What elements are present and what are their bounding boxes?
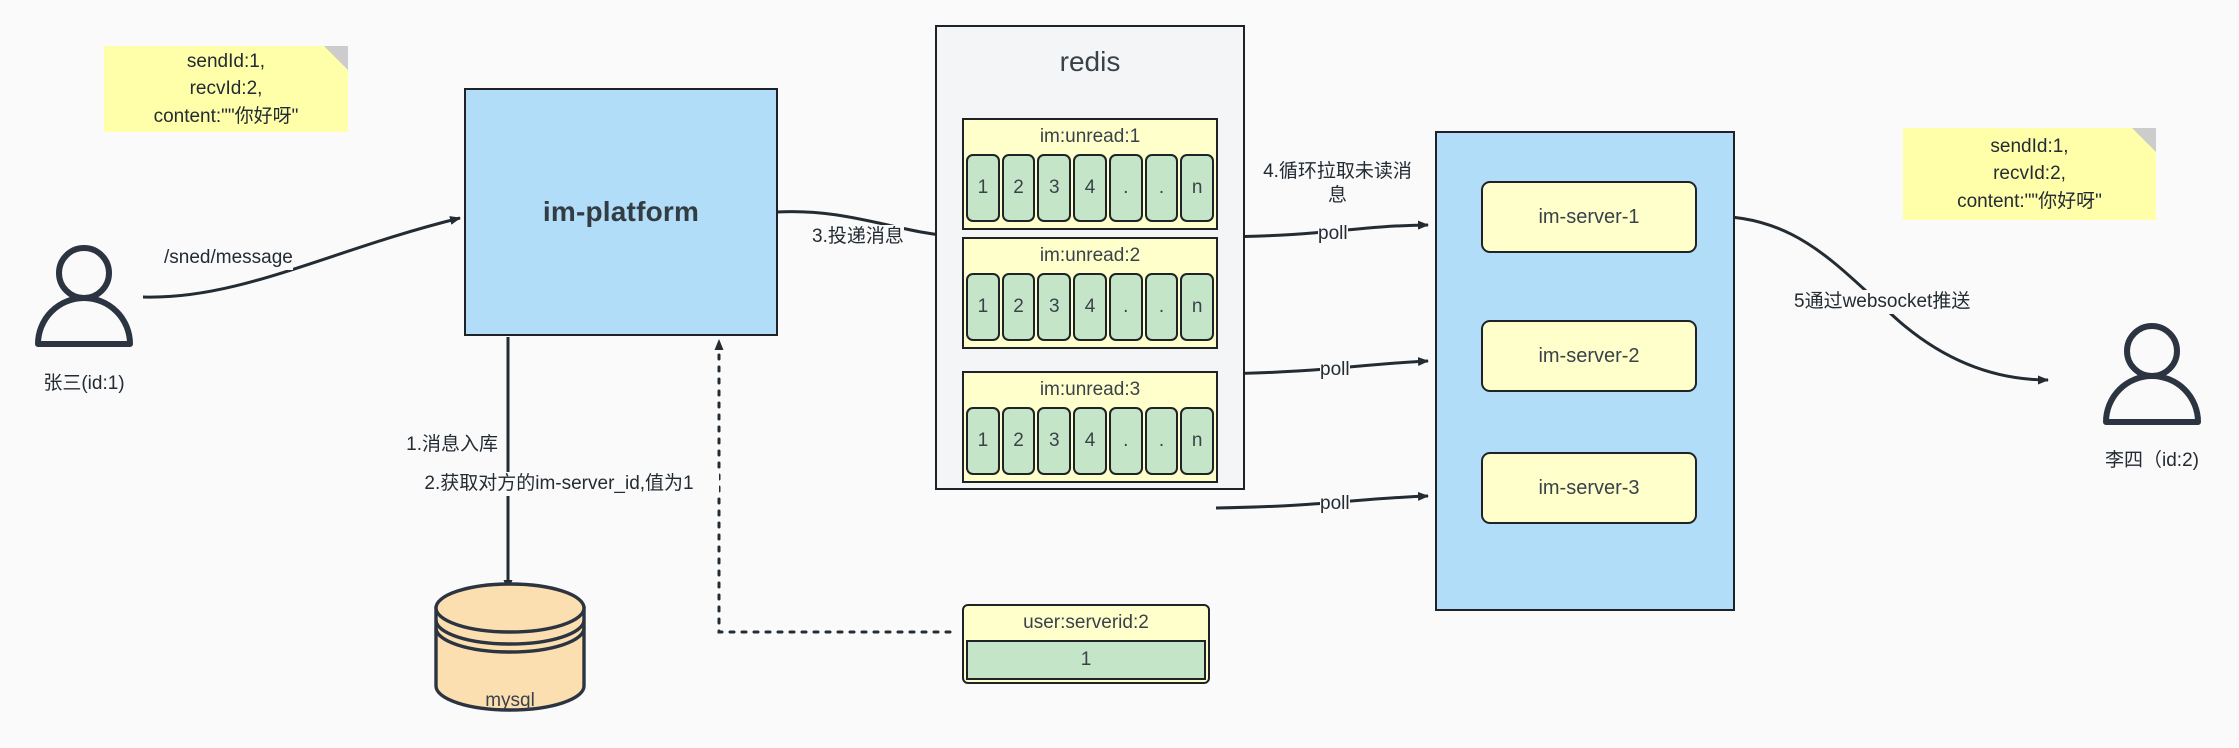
edge-label-step3: 3.投递消息 — [812, 225, 904, 250]
redis-key-name-2: im:unread:3 — [1039, 379, 1141, 400]
database-cylinder-icon — [434, 582, 586, 712]
redis-cell[interactable]: 4 — [1073, 273, 1107, 341]
redis-cell[interactable]: n — [1180, 407, 1215, 475]
redis-cells-1: 1 2 3 4 . . n — [964, 273, 1216, 343]
redis-cell[interactable]: 2 — [1001, 154, 1036, 222]
redis-cell[interactable]: 2 — [1001, 407, 1036, 475]
redis-cell[interactable]: . — [1144, 154, 1179, 222]
note-fold-icon — [2132, 128, 2156, 152]
redis-cell[interactable]: 1 — [966, 154, 1000, 222]
mysql-label: mysql — [485, 690, 535, 711]
edge-label-step5: 5通过websocket推送 — [1794, 290, 1971, 315]
im-platform-label: im-platform — [542, 196, 700, 227]
im-server-2-box[interactable]: im-server-2 — [1481, 320, 1697, 392]
edge-label-step2: 2.获取对方的im-server_id,值为1 — [399, 472, 719, 497]
im-server-1-box[interactable]: im-server-1 — [1481, 181, 1697, 253]
redis-cell[interactable]: . — [1108, 407, 1143, 475]
redis-cell[interactable]: 2 — [1001, 273, 1036, 341]
redis-cell[interactable]: 1 — [966, 407, 1000, 475]
edge-label-step4: 4.循环拉取未读消 息 — [1250, 160, 1425, 209]
redis-key-name-1: im:unread:2 — [1039, 245, 1141, 266]
im-server-3-label: im-server-3 — [1538, 476, 1640, 499]
user-icon — [35, 245, 133, 347]
edge-label-poll-3: poll — [1320, 492, 1350, 517]
note-right-text: sendId:1, recvId:2, content:""你好呀" — [1957, 135, 2102, 212]
redis-cell[interactable]: n — [1180, 154, 1215, 222]
redis-serverid-value[interactable]: 1 — [966, 640, 1206, 680]
mysql-database[interactable] — [430, 582, 590, 712]
redis-cell[interactable]: . — [1144, 273, 1179, 341]
user-icon — [2103, 323, 2201, 425]
actor-receiver — [2092, 318, 2212, 438]
redis-cell[interactable]: . — [1108, 273, 1143, 341]
note-left-payload: sendId:1, recvId:2, content:""你好呀" — [104, 46, 348, 132]
redis-cell[interactable]: 4 — [1073, 407, 1107, 475]
redis-cells-2: 1 2 3 4 . . n — [964, 407, 1216, 477]
im-server-3-box[interactable]: im-server-3 — [1481, 452, 1697, 524]
actor-receiver-label: 李四（id:2) — [2105, 450, 2199, 471]
actor-sender — [24, 240, 144, 360]
note-fold-icon — [324, 46, 348, 70]
redis-cell[interactable]: n — [1180, 273, 1215, 341]
note-right-payload: sendId:1, recvId:2, content:""你好呀" — [1903, 128, 2156, 220]
redis-cell[interactable]: 3 — [1037, 154, 1072, 222]
redis-cell[interactable]: . — [1144, 407, 1179, 475]
redis-cell[interactable]: 3 — [1037, 273, 1072, 341]
redis-key-block-0[interactable]: im:unread:1 1 2 3 4 . . n — [962, 118, 1218, 230]
edge-label-send-message: /sned/message — [164, 246, 293, 271]
note-left-text: sendId:1, recvId:2, content:""你好呀" — [153, 50, 299, 127]
redis-key-block-2[interactable]: im:unread:3 1 2 3 4 . . n — [962, 371, 1218, 483]
redis-cells-0: 1 2 3 4 . . n — [964, 154, 1216, 224]
edge-label-poll-1: poll — [1318, 222, 1348, 247]
edge-label-step1: 1.消息入库 — [318, 433, 498, 458]
edge-label-poll-2: poll — [1320, 358, 1350, 383]
redis-serverid-block[interactable]: user:serverid:2 1 — [962, 604, 1210, 684]
redis-cell[interactable]: 4 — [1073, 154, 1107, 222]
im-server-2-label: im-server-2 — [1538, 344, 1640, 367]
edge-redis-to-platform-dotted — [714, 338, 952, 634]
redis-title: redis — [1059, 46, 1121, 77]
im-server-1-label: im-server-1 — [1538, 205, 1640, 228]
redis-key-block-1[interactable]: im:unread:2 1 2 3 4 . . n — [962, 237, 1218, 349]
redis-key-name-0: im:unread:1 — [1039, 126, 1141, 147]
im-platform-box[interactable]: im-platform — [464, 88, 778, 336]
redis-serverid-key-name: user:serverid:2 — [1023, 612, 1149, 633]
redis-cell[interactable]: 3 — [1037, 407, 1072, 475]
actor-sender-label: 张三(id:1) — [43, 373, 125, 394]
redis-cell[interactable]: . — [1108, 154, 1143, 222]
redis-cell[interactable]: 1 — [966, 273, 1000, 341]
